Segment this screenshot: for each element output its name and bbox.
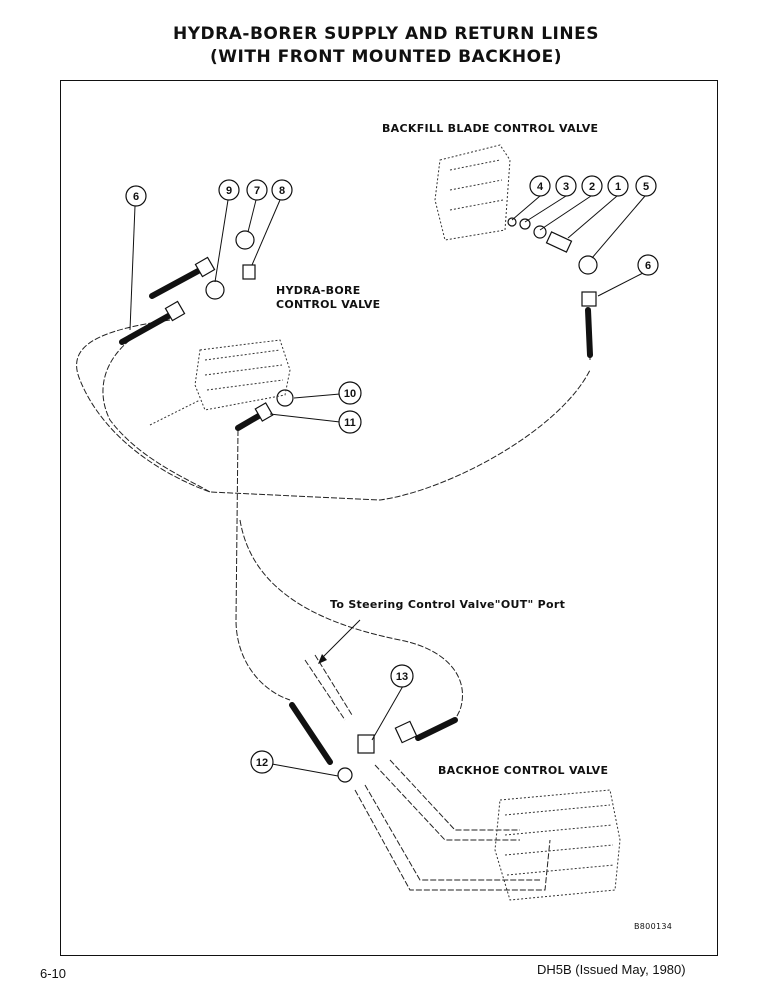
svg-text:7: 7 [254, 185, 260, 197]
backhoe-valve-label: BACKHOE CONTROL VALVE [438, 764, 609, 777]
callout-5: 5 [635, 175, 657, 197]
fitting-6-right [581, 291, 597, 307]
fitting-9 [205, 280, 225, 300]
page-title-line-2: (WITH FRONT MOUNTED BACKHOE) [210, 47, 562, 67]
drawing-number: B800134 [634, 922, 673, 931]
callout-12: 12 [250, 750, 274, 774]
fittings [164, 217, 598, 783]
svg-text:10: 10 [344, 388, 356, 400]
svg-text:5: 5 [643, 181, 649, 193]
callout-1: 1 [607, 175, 629, 197]
svg-text:11: 11 [344, 417, 356, 429]
callout-7: 7 [246, 179, 268, 201]
hose-13 [415, 717, 458, 741]
fitting-4 [507, 217, 517, 227]
svg-text:9: 9 [226, 185, 232, 197]
valve-bodies [149, 144, 621, 901]
fitting-3 [519, 218, 531, 230]
callout-2: 2 [581, 175, 603, 197]
svg-text:6: 6 [133, 191, 139, 203]
callout-4: 4 [529, 175, 551, 197]
callout-6-right: 6 [637, 254, 659, 276]
svg-text:6: 6 [645, 260, 651, 272]
svg-text:3: 3 [563, 181, 569, 193]
diagram-frame [60, 80, 718, 956]
page-number: 6-10 [40, 966, 67, 981]
fitting-8 [242, 264, 256, 280]
hydra-bore-valve-body [194, 339, 291, 411]
backfill-valve-body [434, 144, 511, 241]
svg-text:1: 1 [615, 181, 621, 193]
backhoe-line-3 [354, 789, 551, 891]
svg-text:12: 12 [256, 757, 268, 769]
fitting-6-upper [194, 256, 216, 278]
backfill-valve-detail [449, 159, 504, 211]
backhoe-valve-detail [504, 804, 615, 876]
steering-arrow-head [318, 654, 327, 664]
hose-6-upper [149, 267, 203, 299]
fitting-6-lower [164, 300, 186, 322]
return-line-down [235, 429, 291, 701]
hydra-bore-label-line-2: CONTROL VALVE [276, 298, 381, 311]
steering-label: To Steering Control Valve"OUT" Port [330, 598, 566, 611]
fitting-2 [533, 225, 547, 239]
hoses [119, 267, 593, 765]
callout-6-left: 6 [125, 185, 147, 207]
steering-line-1 [304, 659, 346, 721]
backfill-valve-label: BACKFILL BLADE CONTROL VALVE [382, 122, 599, 135]
svg-text:4: 4 [537, 181, 544, 193]
callout-13: 13 [390, 664, 414, 688]
hose-12 [289, 702, 333, 765]
svg-text:2: 2 [589, 181, 595, 193]
fitting-1 [545, 231, 573, 253]
hose-11 [235, 411, 265, 431]
backhoe-line-2 [389, 759, 520, 831]
steering-line-2 [314, 654, 353, 716]
supply-line-inner [102, 339, 211, 493]
callout-3: 3 [555, 175, 577, 197]
fitting-7 [235, 230, 255, 250]
document-id: DH5B (Issued May, 1980) [537, 962, 686, 977]
hydra-bore-valve-detail [204, 349, 284, 391]
return-line-to-fitting [239, 519, 463, 721]
callout-10: 10 [338, 381, 362, 405]
page-title-line-1: HYDRA-BORER SUPPLY AND RETURN LINES [173, 24, 599, 44]
fitting-5 [578, 255, 598, 275]
fitting-13-hose-end [394, 720, 418, 744]
hydra-bore-label-line-1: HYDRA-BORE [276, 284, 361, 297]
callout-11: 11 [338, 410, 362, 434]
svg-text:8: 8 [279, 185, 285, 197]
fitting-11 [254, 402, 274, 422]
backhoe-line-4 [364, 784, 540, 881]
svg-text:13: 13 [396, 671, 408, 683]
callout-8: 8 [271, 179, 293, 201]
backhoe-line-1 [374, 764, 520, 841]
fitting-12 [337, 767, 353, 783]
hydra-bore-valve-lever [149, 399, 201, 426]
hose-6-right [585, 307, 593, 358]
fitting-10 [276, 389, 294, 407]
hose-6-lower [119, 311, 175, 345]
callout-9: 9 [218, 179, 240, 201]
leader-lines [129, 195, 646, 777]
supply-line-left [76, 319, 591, 501]
backhoe-valve-body [494, 789, 621, 901]
fitting-13 [357, 734, 375, 754]
